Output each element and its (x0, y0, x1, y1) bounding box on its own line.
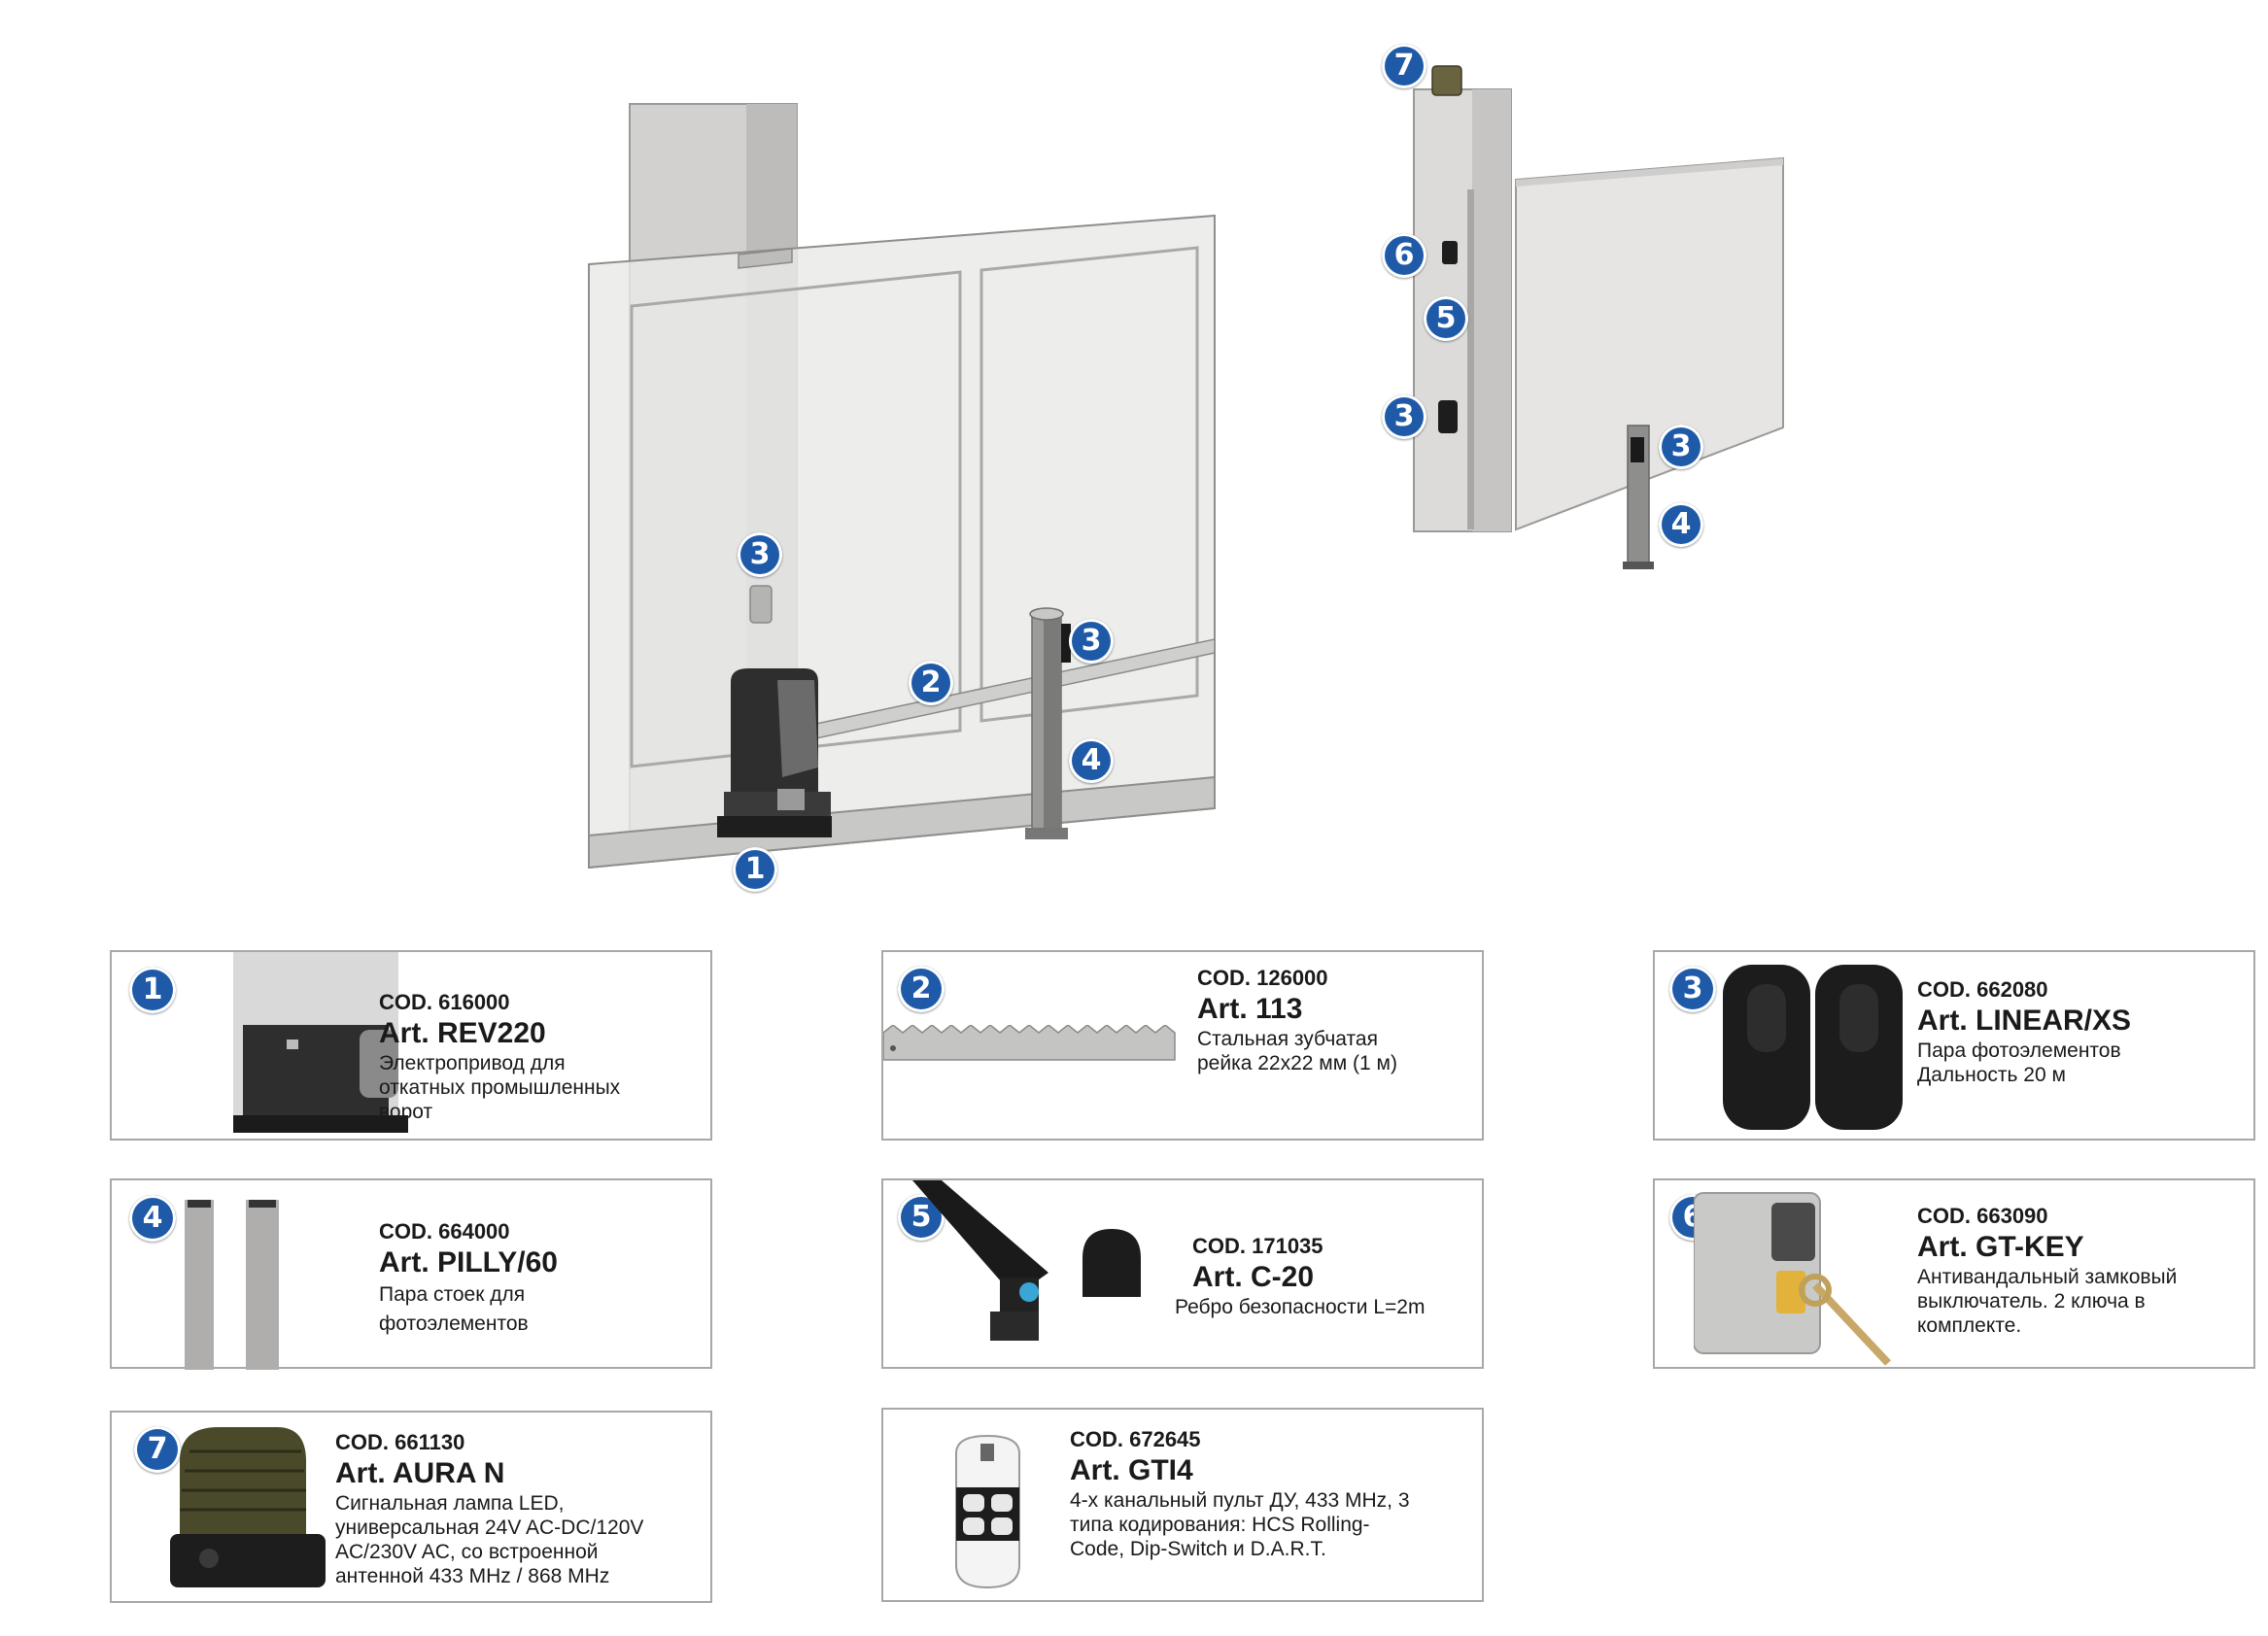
product-card-113: 2 COD. 126000 Art. 113 Стальная зубчатая… (881, 950, 1484, 1141)
left-gate-motor (717, 668, 832, 837)
product-art: Art. C-20 (1192, 1261, 1315, 1293)
product-code: COD. 616000 (379, 990, 510, 1014)
product-code: COD. 171035 (1192, 1234, 1323, 1258)
scene-badge-4-column: 4 (1069, 738, 1114, 783)
desc-line: антенной 433 MHz / 868 MHz (335, 1565, 610, 1587)
product-card-c-20: 5 COD. 171035 Art. C-20 Ребро безопаснос… (881, 1178, 1484, 1369)
desc-line: Пара фотоэлементов (1917, 1040, 2121, 1062)
desc-line: Стальная зубчатая (1197, 1028, 1378, 1050)
product-art: Art. REV220 (379, 1017, 546, 1049)
desc-line: фотоэлементов (379, 1312, 529, 1335)
scene-badge-4-column-right: 4 (1659, 502, 1703, 547)
product-art: Art. LINEAR/XS (1917, 1005, 2132, 1037)
product-art: Art. GT-KEY (1917, 1231, 2084, 1263)
desc-line: Дальность 20 м (1917, 1064, 2066, 1086)
desc-line: рейка 22x22 мм (1 м) (1197, 1052, 1397, 1074)
product-description: Пара фотоэлементов Дальность 20 м (1917, 1039, 2121, 1087)
scene-badge-2-rack: 2 (909, 661, 953, 705)
scene-badge-3-column: 3 (1069, 619, 1114, 664)
product-card-gti4: COD. 672645 Art. GTI4 4-х канальный пуль… (881, 1408, 1484, 1602)
desc-line: выключатель. 2 ключа в (1917, 1290, 2146, 1312)
product-number-badge: 3 (1669, 966, 1716, 1012)
product-number-badge: 7 (134, 1426, 181, 1473)
scene-badge-3-pillar: 3 (738, 532, 782, 577)
gate-scene-svg (588, 65, 1784, 869)
scene-badge-7-lamp: 7 (1382, 44, 1426, 88)
product-code: COD. 662080 (1917, 977, 2048, 1002)
desc-line: типа кодирования: HCS Rolling- (1070, 1514, 1370, 1536)
gear-rack-image (883, 1025, 1176, 1061)
product-art: Art. GTI4 (1070, 1454, 1193, 1486)
product-description: Антивандальный замковый выключатель. 2 к… (1917, 1265, 2177, 1338)
right-photocell-column (1623, 425, 1654, 569)
desc-line: Сигнальная лампа LED, (335, 1492, 565, 1515)
scene-badge-3-column-right: 3 (1659, 425, 1703, 469)
product-code: COD. 672645 (1070, 1427, 1201, 1451)
product-code: COD. 126000 (1197, 966, 1328, 990)
product-number-badge: 2 (898, 966, 945, 1012)
product-description: Стальная зубчатая рейка 22x22 мм (1 м) (1197, 1027, 1397, 1075)
scene-badge-5-edge: 5 (1424, 296, 1468, 341)
product-card-pilly-60: 4 COD. 664000 Art. PILLY/60 Пара стоек д… (110, 1178, 712, 1370)
product-code: COD. 661130 (335, 1430, 465, 1454)
product-art: Art. 113 (1197, 993, 1303, 1025)
desc-line: ворот (379, 1101, 433, 1123)
product-description: Электропривод для откатных промышленных … (379, 1051, 620, 1124)
key-switch-image (1694, 1192, 1891, 1366)
columns-image (185, 1200, 279, 1370)
product-card-linear-xs: 3 COD. 662080 Art. LINEAR/XS Пара фотоэл… (1653, 950, 2255, 1141)
product-art: Art. AURA N (335, 1457, 505, 1489)
product-description: Ребро безопасности L=2m (1175, 1295, 1425, 1319)
motor-image (233, 952, 408, 1133)
desc-line: Пара стоек для (379, 1283, 526, 1306)
left-pillar-photocell (749, 585, 773, 624)
desc-line: Антивандальный замковый (1917, 1266, 2178, 1288)
left-sliding-gate (588, 214, 1216, 869)
right-sliding-gate (1515, 156, 1784, 531)
product-art: Art. PILLY/60 (379, 1246, 558, 1278)
desc-line: Ребро безопасности L=2m (1175, 1296, 1426, 1318)
product-code: COD. 664000 (379, 1219, 510, 1244)
scene-badge-6-key: 6 (1382, 233, 1426, 278)
desc-line: откатных промышленных (379, 1076, 621, 1099)
product-description: Пара стоек для фотоэлементов (379, 1280, 529, 1339)
safety-edge-image (912, 1180, 1141, 1341)
remote-control-image (955, 1434, 1020, 1589)
product-description: Сигнальная лампа LED, универсальная 24V … (335, 1491, 643, 1588)
product-description: 4-х канальный пульт ДУ, 433 MHz, 3 типа … (1070, 1488, 1410, 1561)
left-photocell-column (1025, 607, 1071, 839)
product-code: COD. 663090 (1917, 1204, 2048, 1228)
desc-line: комплекте. (1917, 1314, 2022, 1337)
desc-line: Электропривод для (379, 1052, 566, 1074)
scene-badge-1-motor: 1 (733, 847, 777, 892)
desc-line: AC/230V AC, со встроенной (335, 1541, 599, 1563)
product-card-rev220: 1 COD. 616000 Art. REV220 Электропривод … (110, 950, 712, 1141)
right-pillar (1413, 65, 1512, 532)
product-number-badge: 4 (129, 1195, 176, 1242)
product-number-badge: 1 (129, 967, 176, 1013)
scene-badge-3-pillar-right: 3 (1382, 394, 1426, 439)
desc-line: 4-х канальный пульт ДУ, 433 MHz, 3 (1070, 1489, 1410, 1512)
product-card-gt-key: 6 COD. 663090 Art. GT-KEY Антивандальный… (1653, 1178, 2255, 1369)
photocells-image (1723, 965, 1903, 1130)
product-card-aura-n: 7 COD. 661130 Art. AURA N Сигнальная лам… (110, 1411, 712, 1603)
desc-line: универсальная 24V AC-DC/120V (335, 1517, 644, 1539)
desc-line: Code, Dip-Switch и D.A.R.T. (1070, 1538, 1326, 1560)
gate-illustration: 3 3 2 4 1 7 6 5 3 3 4 (588, 44, 1784, 892)
signal-lamp-image (170, 1427, 326, 1587)
